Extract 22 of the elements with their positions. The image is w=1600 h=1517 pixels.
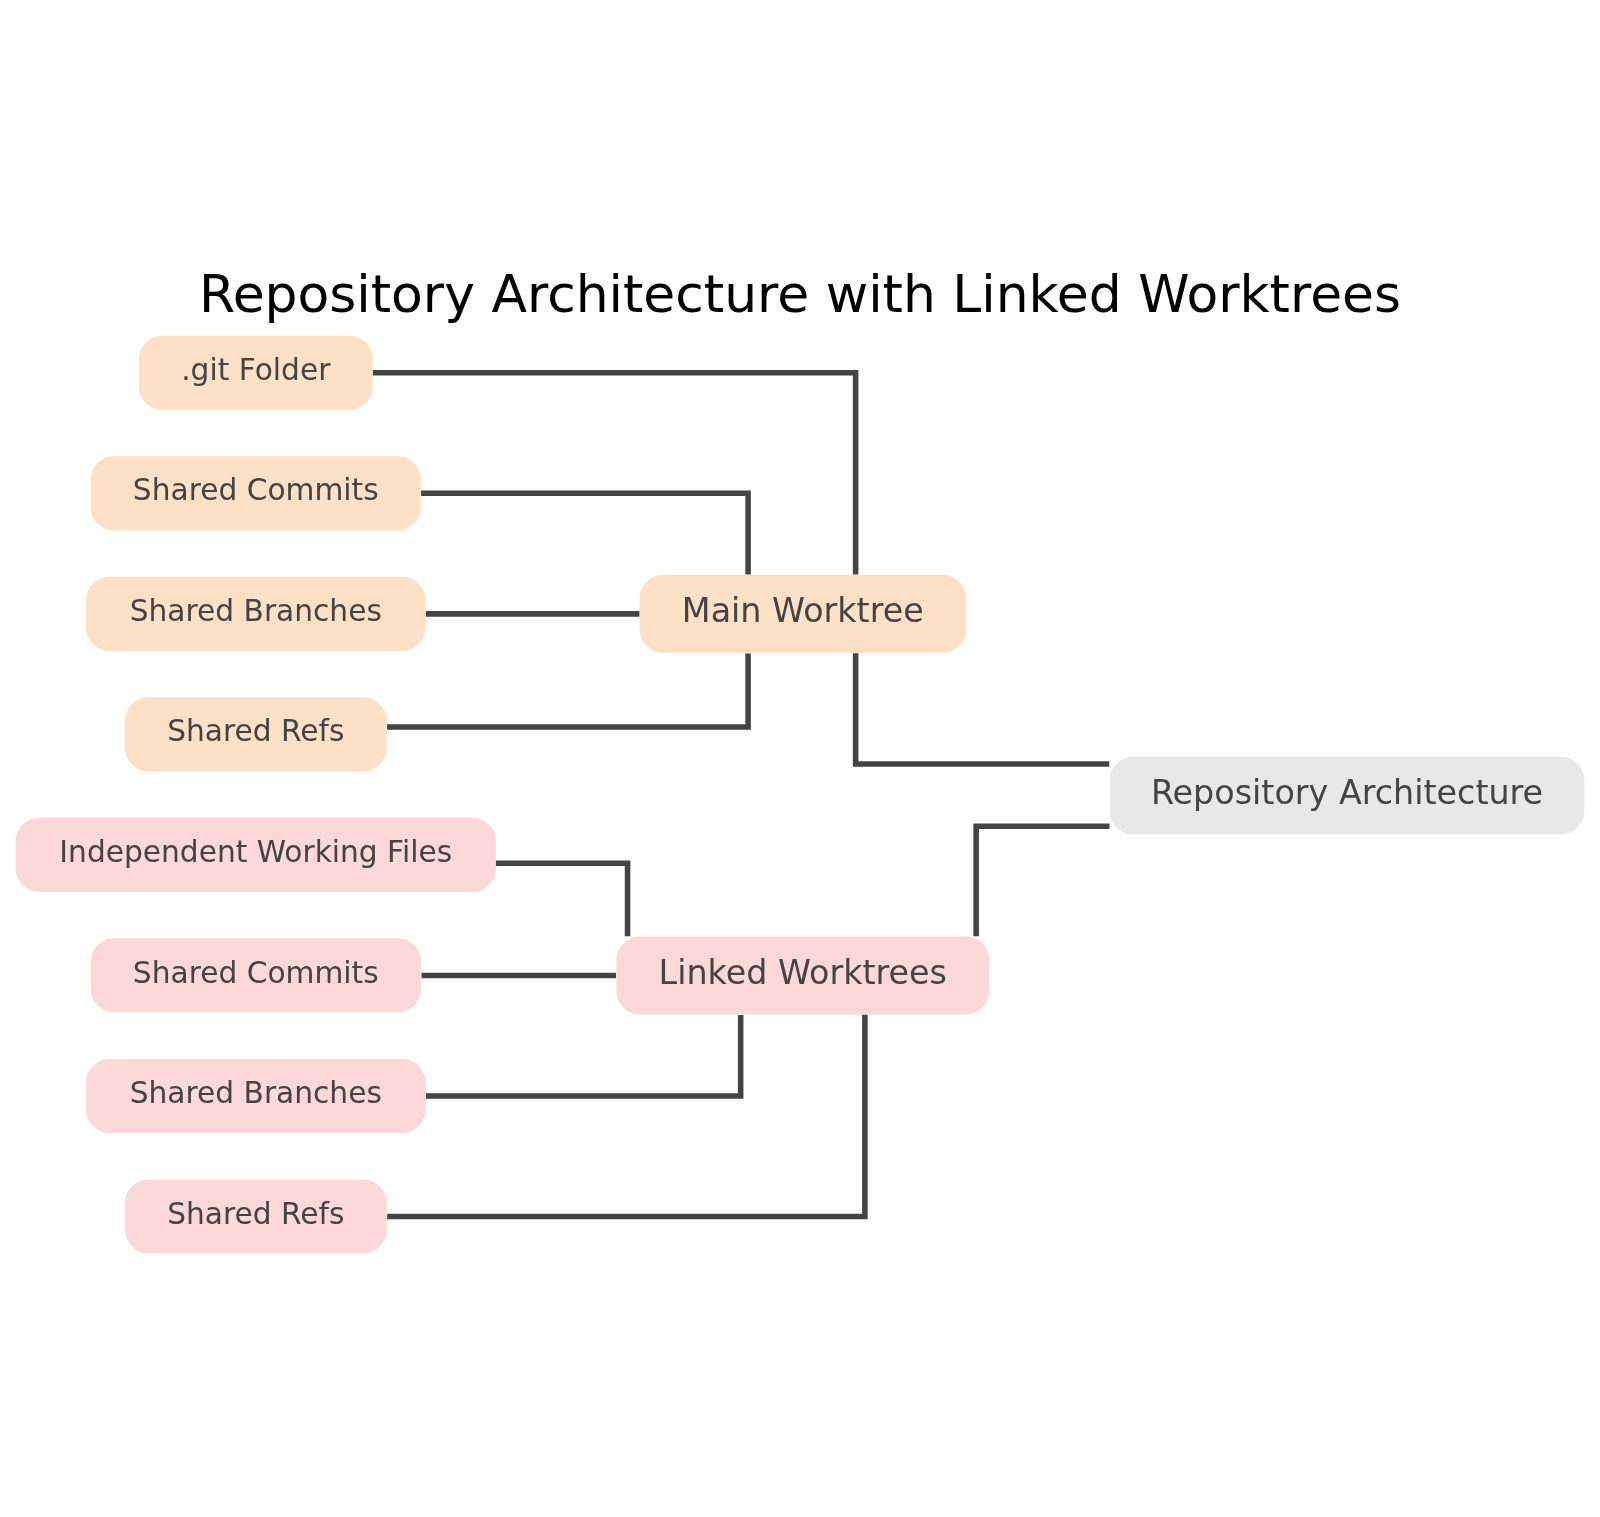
connector xyxy=(421,972,617,979)
connector xyxy=(372,370,859,575)
node-box: .git Folder xyxy=(138,335,373,410)
connector xyxy=(973,823,1110,937)
node-box: Shared Commits xyxy=(90,456,421,531)
connector xyxy=(387,653,751,730)
connector xyxy=(852,653,1110,767)
node-box: Shared Branches xyxy=(86,1058,426,1134)
node-box: Repository Architecture xyxy=(1109,756,1585,835)
node-box: Independent Working Files xyxy=(15,817,496,892)
connector xyxy=(421,490,751,575)
connector xyxy=(495,860,631,937)
node-box: Linked Worktrees xyxy=(616,936,990,1015)
diagram-title: Repository Architecture with Linked Worktrees xyxy=(198,264,1402,325)
node-box: Main Worktree xyxy=(639,574,966,653)
node-box: Shared Commits xyxy=(90,938,421,1013)
connector xyxy=(387,1014,868,1220)
connector xyxy=(425,611,640,617)
node-box: Shared Branches xyxy=(86,576,426,651)
node-box: Shared Refs xyxy=(125,697,387,772)
node-box: Shared Refs xyxy=(125,1179,387,1254)
connector xyxy=(426,1014,744,1099)
